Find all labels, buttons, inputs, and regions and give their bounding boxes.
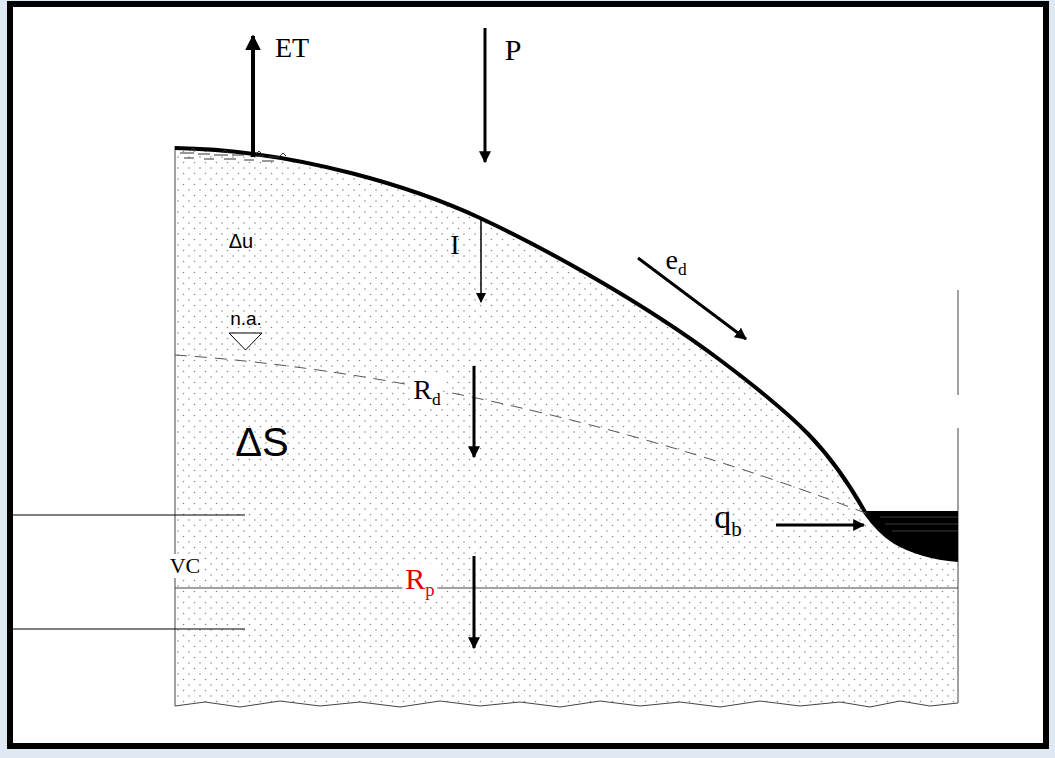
right-boundary — [958, 290, 959, 395]
flux-symbol: Rd — [410, 375, 443, 409]
water-table-symbol — [229, 333, 262, 350]
ground-surface — [175, 148, 958, 560]
flux-symbol: I — [450, 231, 459, 259]
water-table-label: n.a. — [230, 309, 262, 328]
flux-arrow — [776, 524, 864, 527]
flux-arrow — [638, 258, 746, 339]
river-water — [862, 511, 958, 560]
flux-symbol: ET — [275, 34, 309, 62]
symbol-subscript: b — [731, 517, 742, 541]
flux-arrow — [480, 220, 482, 302]
right-boundary — [958, 428, 959, 703]
flux-arrow — [484, 28, 487, 162]
layer-line — [175, 588, 958, 589]
left-boundary — [175, 146, 176, 706]
flux-symbol: qb — [714, 500, 742, 539]
water-table — [175, 355, 868, 514]
symbol-subscript: d — [678, 260, 687, 279]
storage-symbol: Δu — [229, 231, 253, 251]
wetland-marks — [180, 148, 286, 161]
flux-arrow — [473, 556, 476, 648]
layer-line — [10, 629, 245, 630]
zone-label: VC — [167, 554, 204, 578]
flux-symbol: ed — [665, 246, 686, 278]
frame — [10, 4, 1046, 746]
flux-arrow — [251, 36, 255, 157]
layer-line — [10, 515, 245, 516]
symbol-main: e — [665, 244, 677, 275]
storage-symbol: ΔS — [235, 422, 288, 462]
symbol-subscript: p — [425, 579, 434, 600]
soil-stipple — [175, 148, 958, 707]
symbol-main: R — [405, 562, 425, 595]
water-line — [885, 524, 958, 525]
flux-symbol: P — [505, 35, 522, 65]
symbol-subscript: d — [432, 390, 441, 409]
water-line — [880, 517, 958, 518]
flux-symbol: Rp — [402, 563, 437, 600]
flux-arrow — [473, 366, 476, 457]
symbol-main: q — [714, 498, 731, 535]
water-line — [892, 531, 958, 532]
soil-bottom-line — [175, 701, 958, 707]
symbol-main: R — [413, 374, 432, 405]
